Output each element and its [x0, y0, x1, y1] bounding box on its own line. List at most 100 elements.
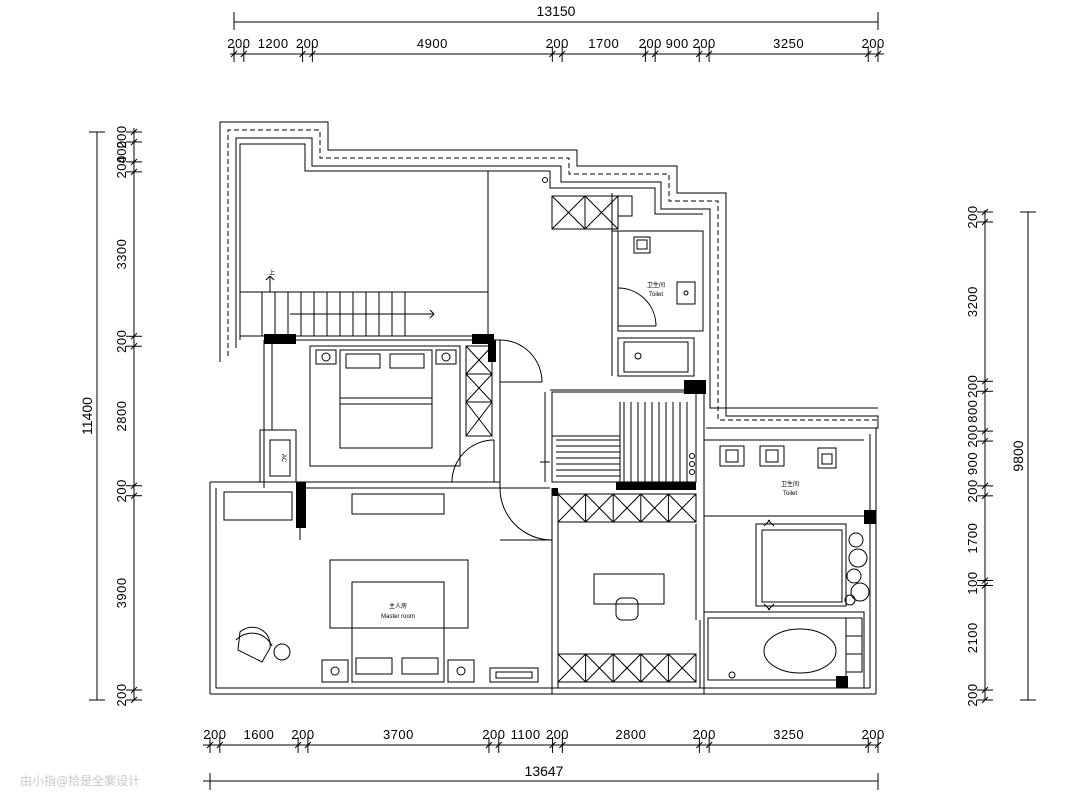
- lower-toilet: [703, 439, 865, 689]
- top-tick-mark: [642, 50, 649, 58]
- left-tick-mark: [130, 138, 138, 146]
- left-tick-mark: [130, 128, 138, 136]
- upper-toilet: [617, 230, 704, 377]
- left-segment-label: 400: [114, 140, 129, 163]
- bottom-tick-mark: [495, 741, 503, 749]
- left-tick-mark: [130, 168, 138, 176]
- cabinet-cross: [585, 653, 614, 683]
- top-segment-label: 4900: [417, 36, 448, 51]
- top-tick-mark: [651, 50, 659, 58]
- bottom-tick-mark: [304, 741, 312, 749]
- left-total-label: 11400: [79, 397, 95, 435]
- terrace-outline: [219, 121, 879, 429]
- left-segment-label: 200: [114, 683, 129, 706]
- cabinet-cross: [557, 653, 586, 683]
- master-bedroom: [223, 491, 539, 683]
- top-dimension-lines: [230, 12, 884, 62]
- right-tick-mark: [981, 696, 989, 704]
- right-segment-label: 200: [965, 375, 980, 398]
- bottom-segment-label: 3250: [773, 727, 804, 742]
- right-tick-mark: [981, 218, 989, 226]
- left-tick-mark: [130, 492, 138, 500]
- balcony-plants: [844, 532, 870, 606]
- bottom-segment-label: 1100: [511, 727, 541, 742]
- left-segment-label: 200: [114, 479, 129, 502]
- upper-cabinets: [551, 195, 633, 230]
- left-segment-label: 200: [114, 155, 129, 178]
- top-segment-label: 1700: [588, 36, 619, 51]
- bottom-tick-mark: [294, 741, 302, 749]
- top-total-label: 13150: [537, 3, 576, 19]
- bottom-segment-label: 200: [862, 727, 885, 742]
- bottom-segment-label: 200: [546, 727, 569, 742]
- right-tick-mark: [981, 492, 989, 500]
- top-segment-label: 200: [296, 36, 319, 51]
- left-dimension-lines: [89, 128, 142, 704]
- cabinet-cross: [668, 493, 697, 523]
- toilet-lower-cn-label: 卫生间: [781, 480, 799, 488]
- right-segment-label: 3200: [965, 286, 980, 317]
- right-segment-label: 900: [965, 452, 980, 475]
- top-tick-mark: [548, 50, 556, 58]
- right-segment-label: 200: [965, 205, 980, 228]
- left-tick-mark: [130, 342, 138, 350]
- top-segment-label: 3250: [773, 36, 804, 51]
- top-segment-label: 200: [639, 36, 662, 51]
- ac-unit: [259, 429, 297, 483]
- right-dimension-lines: [977, 208, 1036, 704]
- cabinet-cross: [640, 653, 669, 683]
- right-segment-label: 200: [965, 479, 980, 502]
- left-segment-label: 2800: [114, 401, 129, 432]
- top-tick-mark: [864, 50, 872, 58]
- top-tick-mark: [309, 50, 316, 58]
- cabinet-cross: [640, 493, 669, 523]
- right-tick-mark: [981, 427, 989, 435]
- bottom-tick-mark: [874, 741, 882, 749]
- bottom-tick-mark: [485, 741, 493, 749]
- bottom-tick-mark: [696, 741, 703, 749]
- top-tick-mark: [299, 50, 306, 58]
- right-segment-label: 1700: [965, 523, 980, 554]
- left-tick-mark: [130, 158, 138, 166]
- right-tick-mark: [981, 582, 989, 589]
- cabinet-cross: [612, 493, 642, 523]
- bottom-tick-mark: [216, 741, 224, 749]
- top-segment-label: 900: [666, 36, 689, 51]
- bottom-segment-label: 3700: [383, 727, 414, 742]
- stair-up-label: 上: [269, 269, 275, 277]
- center-stair: [499, 340, 697, 541]
- right-segment-label: 100: [965, 571, 980, 594]
- right-tick-mark: [981, 387, 989, 395]
- top-tick-mark: [705, 50, 713, 58]
- top-segment-label: 200: [546, 36, 569, 51]
- master-room-cn-label: 主人房: [389, 602, 407, 610]
- right-total-label: 9800: [1010, 440, 1026, 471]
- toilet-upper-cn-label: 卫生间: [647, 281, 665, 289]
- top-segment-label: 200: [862, 36, 885, 51]
- bottom-tick-mark: [549, 741, 556, 749]
- bottom-segment-label: 200: [482, 727, 505, 742]
- study: [557, 524, 701, 688]
- left-segment-label: 200: [114, 125, 129, 148]
- bottom-tick-mark: [206, 741, 214, 749]
- bedroom-upper: [309, 339, 543, 483]
- left-tick-mark: [130, 332, 138, 340]
- columns: [264, 334, 876, 688]
- left-segment-label: 200: [114, 330, 129, 353]
- top-tick-mark: [558, 50, 566, 58]
- left-segment-label: 3900: [114, 577, 129, 608]
- right-tick-mark: [981, 577, 989, 584]
- upper-stair: [239, 275, 489, 337]
- cabinet-cross: [557, 493, 586, 523]
- bottom-segment-label: 200: [291, 727, 314, 742]
- cabinet-cross: [612, 653, 642, 683]
- toilet-lower-en-label: Toilet: [783, 491, 797, 497]
- bottom-tick-mark: [864, 741, 872, 749]
- bottom-total-label: 13647: [525, 763, 564, 779]
- cabinet-cross: [585, 493, 614, 523]
- ac-label: AC: [280, 454, 286, 463]
- top-segment-label: 200: [693, 36, 716, 51]
- top-segment-label: 200: [227, 36, 250, 51]
